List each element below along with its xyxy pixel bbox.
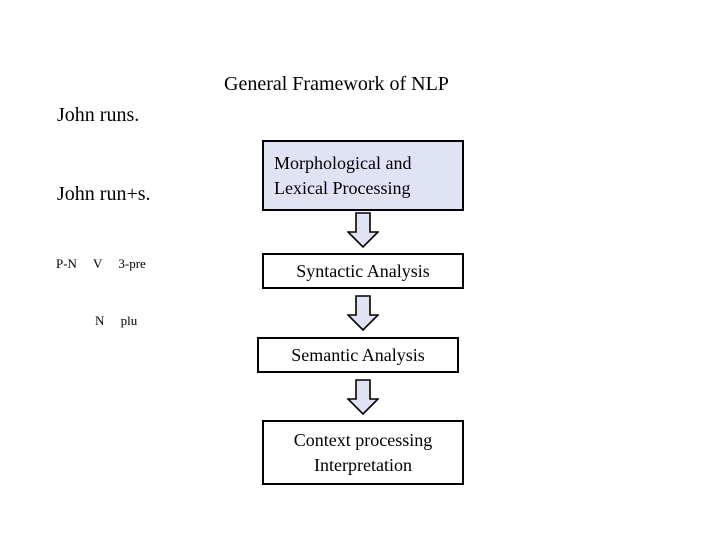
- example-surface-sentence: John runs.: [57, 104, 140, 126]
- arrow-down-icon-morph-to-syntactic: [347, 212, 379, 248]
- example-gloss: P-N V 3-pre N plu: [56, 216, 146, 368]
- box-context-line-2: Interpretation: [314, 454, 412, 475]
- pipeline-box-syntactic-analysis: Syntactic Analysis: [262, 253, 464, 289]
- arrow-down-icon-syntactic-to-semantic: [347, 295, 379, 331]
- box-context-line-1: Context processing: [293, 429, 433, 450]
- pipeline-box-context-processing: Context processing Interpretation: [262, 420, 464, 485]
- box-morph-line-1: Morphological and: [274, 152, 412, 173]
- box-syntactic-label: Syntactic Analysis: [296, 260, 430, 281]
- box-semantic-label: Semantic Analysis: [291, 344, 425, 365]
- pipeline-box-semantic-analysis: Semantic Analysis: [257, 337, 459, 373]
- arrow-down-icon-semantic-to-context: [347, 379, 379, 415]
- example-segmented-sentence: John run+s.: [57, 183, 151, 205]
- gloss-line-1: P-N V 3-pre: [56, 256, 146, 271]
- gloss-line-2: N plu: [56, 313, 138, 328]
- page-title: General Framework of NLP: [224, 73, 449, 95]
- box-morph-line-2: Lexical Processing: [274, 177, 411, 198]
- pipeline-box-morphological-lexical-processing: Morphological and Lexical Processing: [262, 140, 464, 211]
